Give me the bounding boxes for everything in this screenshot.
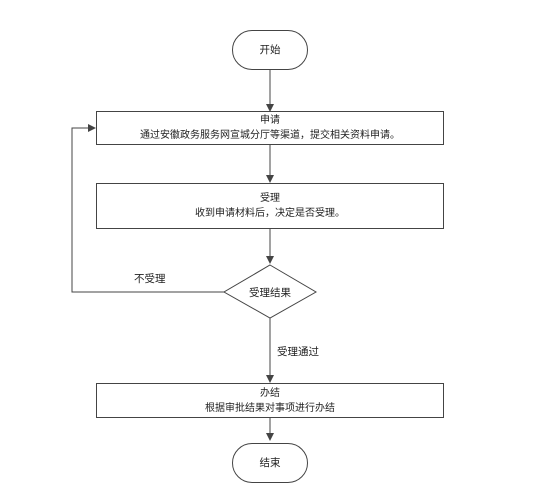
handle-desc: 根据审批结果对事项进行办结 [205,402,335,414]
apply-node: 申请 通过安徽政务服务网宣城分厅等渠道，提交相关资料申请。 [96,111,444,145]
decision-label: 受理结果 [249,287,291,299]
reject-label: 不受理 [134,271,166,286]
start-node: 开始 [232,30,308,70]
handle-title: 办结 [260,387,280,399]
accept-title: 受理 [260,193,280,204]
accept-node: 受理 收到申请材料后，决定是否受理。 [96,183,444,229]
apply-title: 申请 [260,115,280,126]
pass-label: 受理通过 [277,344,319,359]
edge-reject-loop [71,124,224,293]
handle-node: 办结 根据审批结果对事项进行办结 [96,383,444,418]
apply-desc: 通过安徽政务服务网宣城分厅等渠道，提交相关资料申请。 [140,130,400,141]
start-label: 开始 [259,43,281,56]
accept-desc: 收到申请材料后，决定是否受理。 [195,208,345,219]
end-node: 结束 [232,443,308,483]
end-label: 结束 [259,456,281,469]
